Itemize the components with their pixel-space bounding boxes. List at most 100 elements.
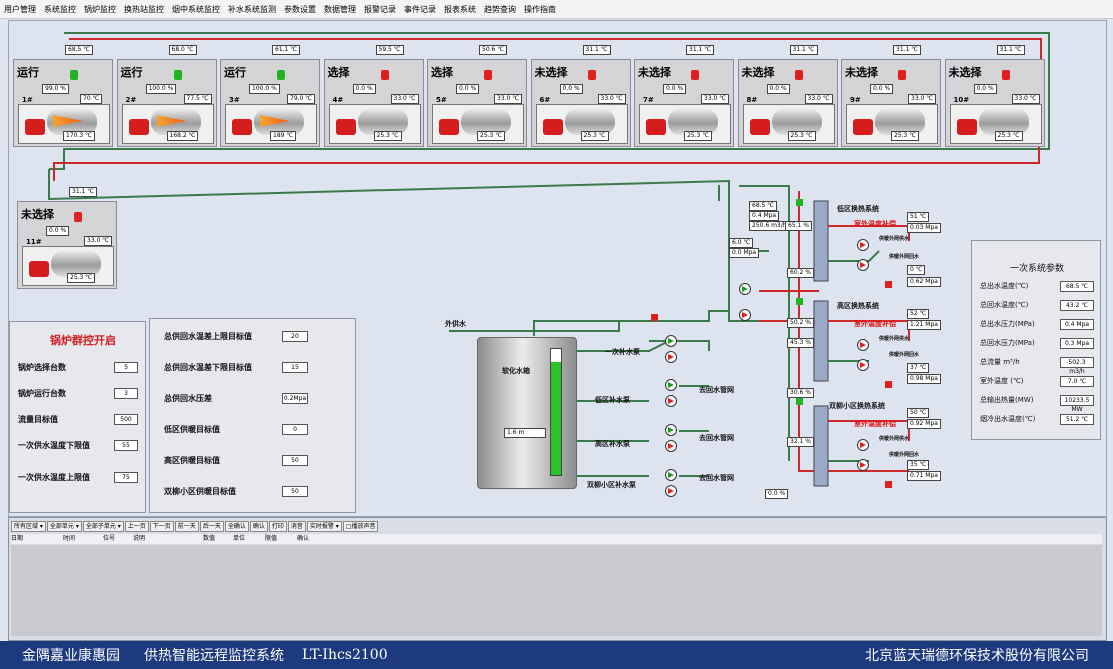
station-pump-icon[interactable]: [857, 459, 869, 471]
low-makeup-pump-2-icon[interactable]: [665, 395, 677, 407]
stopped-indicator-icon[interactable]: [794, 70, 803, 80]
station-value: 0.0 %: [765, 489, 789, 499]
target-label: 双柳小区供暖目标值: [164, 487, 236, 496]
alarm-tool-button[interactable]: 确认: [249, 520, 268, 532]
valve-open-icon[interactable]: [796, 398, 803, 405]
menu-item[interactable]: 烟中系统监控: [172, 4, 220, 14]
valve-closed-icon[interactable]: [651, 314, 658, 321]
target-value[interactable]: 20: [282, 331, 308, 342]
stopped-indicator-icon[interactable]: [380, 70, 389, 80]
menu-item[interactable]: 趋势查询: [484, 4, 516, 14]
menu-item[interactable]: 补水系统监测: [228, 4, 276, 14]
alarm-tool-button[interactable]: 消音: [287, 520, 306, 532]
group-control-value[interactable]: 500: [114, 414, 138, 425]
alarm-tool-button[interactable]: 全部子单元 ▾: [82, 520, 124, 532]
circulation-pump-icon[interactable]: [739, 309, 751, 321]
alarm-tool-button[interactable]: 上一页: [124, 520, 149, 532]
menu-item[interactable]: 数据管理: [324, 4, 356, 14]
alarm-list[interactable]: [11, 545, 1102, 636]
target-value[interactable]: 0: [282, 424, 308, 435]
twin-makeup-pump-2-icon[interactable]: [665, 485, 677, 497]
burner-icon: [853, 119, 873, 135]
alarm-column-header: 日期: [11, 535, 24, 542]
alarm-tool-button[interactable]: 所有区域 ▾: [11, 520, 46, 532]
stopped-indicator-icon[interactable]: [898, 70, 906, 80]
running-indicator-icon[interactable]: [173, 70, 182, 80]
station-pump-icon[interactable]: [857, 239, 869, 251]
menu-item[interactable]: 用户管理: [4, 4, 36, 14]
station-value: 45.3 %: [787, 338, 814, 348]
alarm-tool-button[interactable]: 全部单元 ▾: [46, 520, 82, 532]
boiler-body: [564, 109, 615, 135]
group-control-value[interactable]: 5: [114, 362, 138, 373]
target-label: 总供回水温差下限目标值: [164, 363, 252, 372]
menu-item[interactable]: 操作指南: [524, 4, 556, 14]
group-control-value[interactable]: 75: [114, 472, 138, 483]
valve-closed-icon[interactable]: [885, 481, 892, 488]
stopped-indicator-icon[interactable]: [691, 70, 699, 80]
alarm-tool-button[interactable]: □播放声音: [342, 520, 379, 532]
station-pump-icon[interactable]: [857, 359, 869, 371]
valve-open-icon[interactable]: [796, 199, 803, 206]
primary-makeup-pump-2-icon[interactable]: [665, 351, 677, 363]
high-makeup-pump-icon[interactable]: [665, 424, 677, 436]
primary-param-label: 总出水温度(℃): [980, 282, 1029, 290]
target-value[interactable]: 0.2Mpa: [282, 393, 308, 404]
alarm-tool-button[interactable]: 前一天: [174, 520, 199, 532]
stopped-indicator-icon[interactable]: [1001, 70, 1010, 80]
alarm-tool-button[interactable]: 实时报警 ▾: [306, 520, 342, 532]
menu-item[interactable]: 换热站监控: [124, 4, 164, 14]
boiler-load-pct: 0.0 %: [663, 84, 687, 94]
high-makeup-pump-2-icon[interactable]: [665, 440, 677, 452]
valve-closed-icon[interactable]: [885, 281, 892, 288]
alarm-tool-button[interactable]: 下一页: [149, 520, 174, 532]
boiler-body: [875, 109, 925, 135]
valve-closed-icon[interactable]: [885, 381, 892, 388]
target-value[interactable]: 50: [282, 486, 308, 497]
burner-icon: [749, 119, 770, 135]
station-pump-icon[interactable]: [857, 259, 869, 271]
twin-makeup-pump-icon[interactable]: [665, 469, 677, 481]
running-indicator-icon[interactable]: [70, 70, 78, 80]
station-value: 51 ℃: [907, 212, 930, 222]
running-indicator-icon[interactable]: [277, 70, 285, 80]
boiler-inlet-temp: 31.1 ℃: [69, 187, 98, 197]
menu-item[interactable]: 事件记录: [404, 4, 436, 14]
low-makeup-pump-icon[interactable]: [665, 379, 677, 391]
group-control-value[interactable]: 3: [114, 388, 138, 399]
boiler-status-label: 运行: [120, 66, 143, 79]
alarm-tool-button[interactable]: 打印: [268, 520, 287, 532]
primary-makeup-pump-icon[interactable]: [665, 335, 677, 347]
menu-item[interactable]: 参数设置: [284, 4, 316, 14]
target-value[interactable]: 15: [282, 362, 308, 373]
group-control-value[interactable]: 55: [114, 440, 138, 451]
valve-open-icon[interactable]: [796, 298, 803, 305]
target-value[interactable]: 50: [282, 455, 308, 466]
station-pump-icon[interactable]: [857, 439, 869, 451]
stopped-indicator-icon[interactable]: [74, 212, 82, 222]
primary-param-value: 51.2 ℃: [1060, 414, 1094, 425]
menu-item[interactable]: 锅炉监控: [84, 4, 116, 14]
circulation-pump-icon[interactable]: [739, 283, 751, 295]
menu-item[interactable]: 报警记录: [364, 4, 396, 14]
menu-item[interactable]: 报表系统: [444, 4, 476, 14]
boiler-load-pct: 0.0 %: [456, 84, 480, 94]
alarm-tool-button[interactable]: 全确认: [224, 520, 249, 532]
stopped-indicator-icon[interactable]: [484, 70, 492, 80]
station-pump-icon[interactable]: [857, 339, 869, 351]
menu-item[interactable]: 系统监控: [44, 4, 76, 14]
alarm-tool-button[interactable]: 后一天: [199, 520, 224, 532]
stopped-indicator-icon[interactable]: [587, 70, 596, 80]
station-value: 0.0 Mpa: [729, 248, 760, 258]
